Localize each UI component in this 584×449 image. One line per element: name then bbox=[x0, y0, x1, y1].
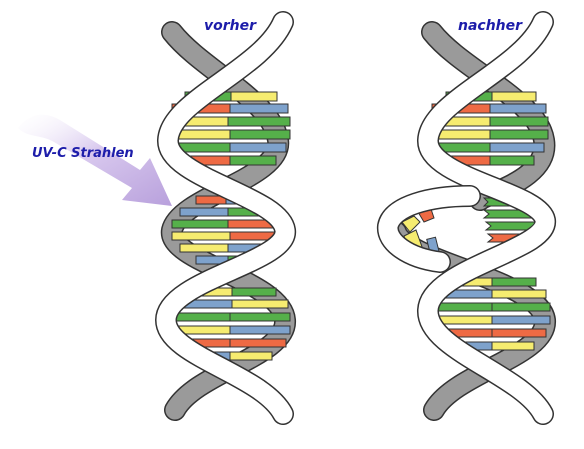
dna-helix-after bbox=[377, 11, 556, 425]
base-pairs-before-3 bbox=[165, 287, 291, 361]
dna-helix-before bbox=[154, 11, 296, 425]
label-before: vorher bbox=[204, 18, 257, 34]
label-uv-radiation: UV-C Strahlen bbox=[32, 146, 134, 161]
label-after: nachher bbox=[458, 18, 523, 34]
uv-radiation-arrow bbox=[18, 114, 172, 206]
